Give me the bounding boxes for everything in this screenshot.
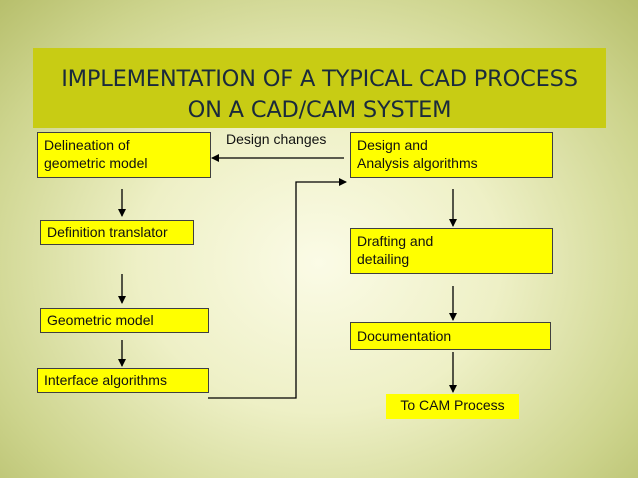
box-delineation: Delineation of geometric model xyxy=(37,132,211,178)
arrow-interface-to-design xyxy=(208,178,347,399)
title-band xyxy=(33,48,606,128)
box-to-cam-process: To CAM Process xyxy=(386,394,519,419)
box-documentation: Documentation xyxy=(350,322,551,350)
box-interface-algorithms: Interface algorithms xyxy=(37,368,209,393)
design-changes-label: Design changes xyxy=(226,131,327,147)
slide-title: IMPLEMENTATION OF A TYPICAL CAD PROCESS … xyxy=(61,66,578,123)
box-design-analysis: Design and Analysis algorithms xyxy=(350,132,553,178)
box-geometric-model: Geometric model xyxy=(40,308,209,333)
box-definition-translator: Definition translator xyxy=(40,220,194,245)
box-drafting-detailing: Drafting and detailing xyxy=(350,228,553,274)
